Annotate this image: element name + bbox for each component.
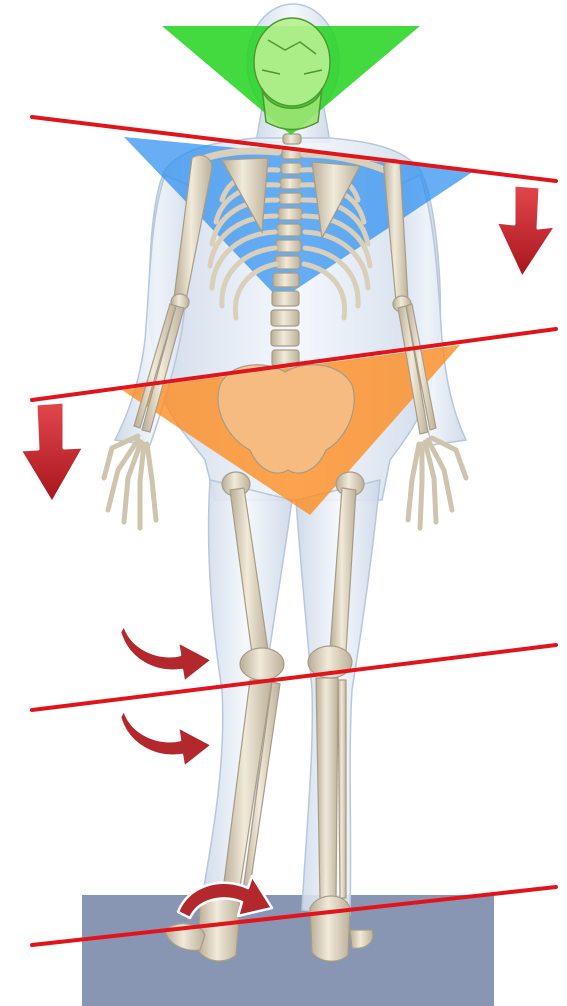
knee-rotation-arrow-upper: [120, 625, 212, 682]
left-pelvis-drop-arrow: [20, 402, 84, 503]
floor-plate: [82, 895, 494, 1006]
knee-tilt-line: [32, 645, 556, 710]
knee-rotation-arrow-lower: [120, 710, 212, 767]
skull: [254, 18, 330, 130]
right-shoulder-drop-arrow: [496, 185, 556, 278]
